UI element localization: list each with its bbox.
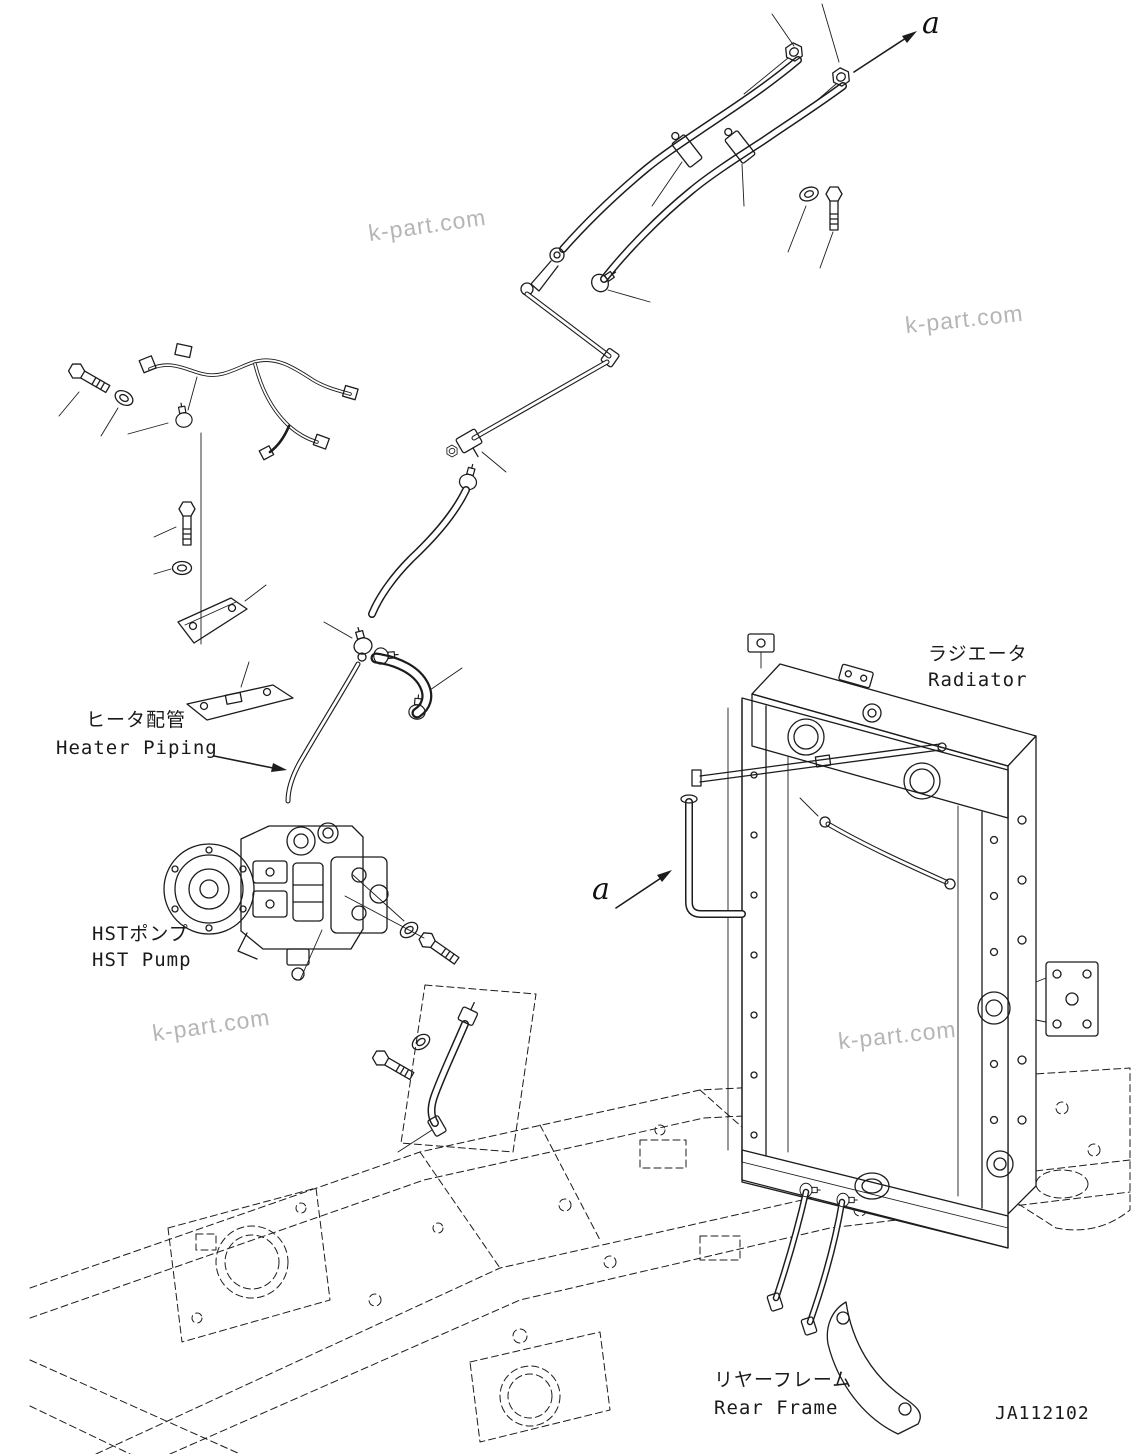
mount-plate-drawing [186,661,294,721]
heater-piping-label-en: Heater Piping [56,737,218,759]
hst-pump-label-jp: HSTポンプ [92,923,189,945]
hst-pump-drawing [163,822,389,981]
radiator-label-jp: ラジエータ [928,643,1028,665]
heater-piping-pointer-arrow [213,755,287,772]
view-callout-a-middle: a [592,872,610,907]
top-hose-assembly-drawing [520,3,854,303]
left-fasteners-drawing [58,359,196,576]
view-callout-a-top: a [922,6,940,41]
radiator-label-en: Radiator [928,669,1028,691]
view-arrow-a-middle [615,870,672,909]
rear-frame-label-jp: リヤーフレーム [714,1369,853,1391]
heater-piping-drawing [285,291,620,804]
pump-fasteners-drawing [299,874,462,981]
hst-pump-label-en: HST Pump [92,949,192,971]
rear-frame-label-en: Rear Frame [714,1397,839,1419]
wiring-harness-drawing [127,343,359,645]
hose-subassembly-drawing [369,984,537,1153]
strap-bracket-drawing [177,584,267,644]
heater-piping-label-jp: ヒータ配管 [86,709,187,731]
drawing-number: JA112102 [995,1403,1090,1424]
radiator-drawing [680,633,1099,1336]
frame-bracket-drawing [826,1301,921,1435]
view-arrow-a-top [853,31,917,73]
